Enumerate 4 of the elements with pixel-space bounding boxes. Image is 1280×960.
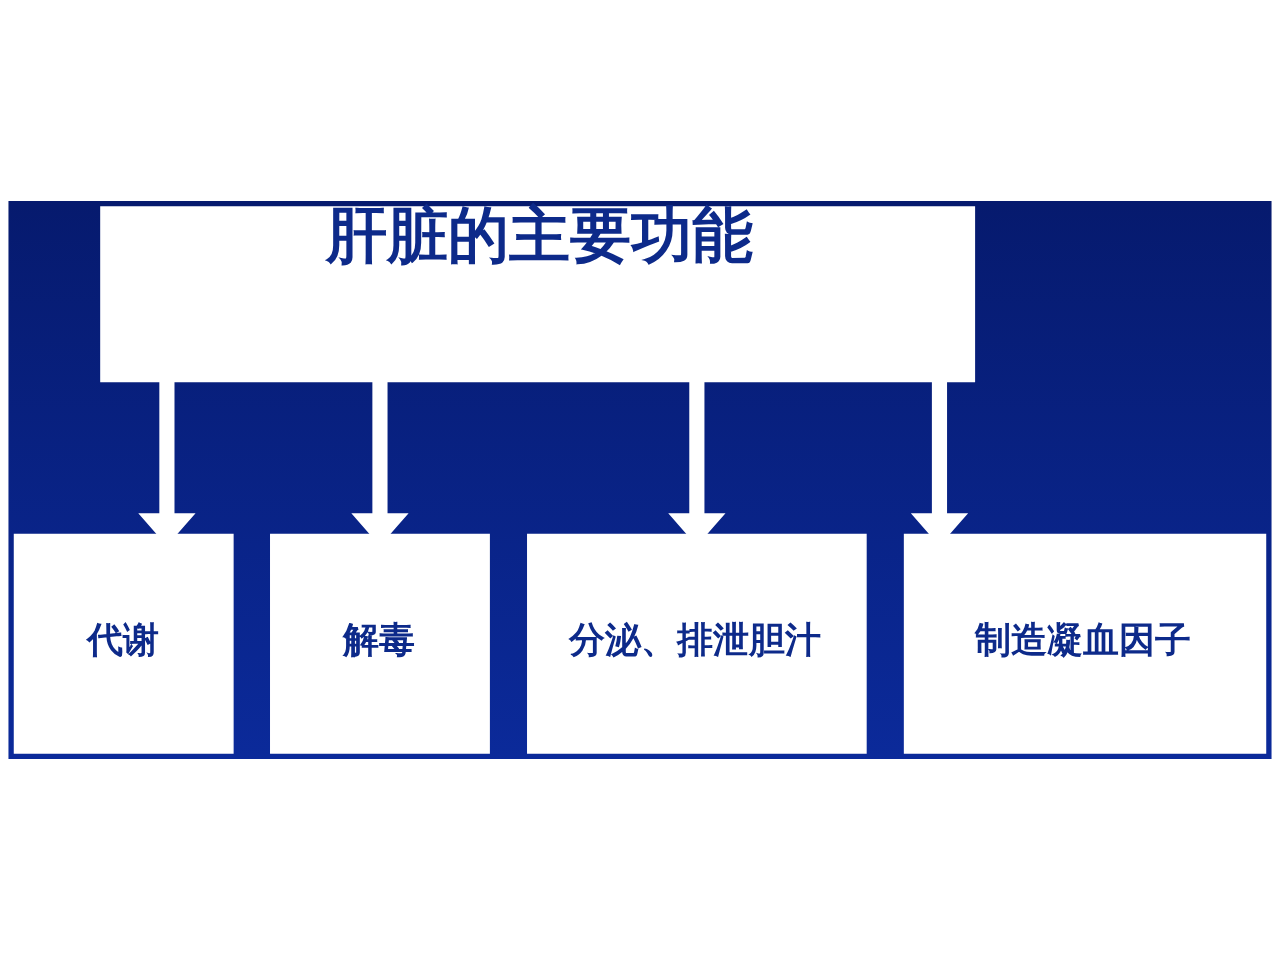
node-box: 制造凝血因子 bbox=[903, 533, 1267, 754]
node-box: 分泌、排泄胆汁 bbox=[527, 533, 867, 754]
node-box: 解毒 bbox=[270, 533, 490, 754]
node-box: 代谢 bbox=[13, 533, 234, 754]
